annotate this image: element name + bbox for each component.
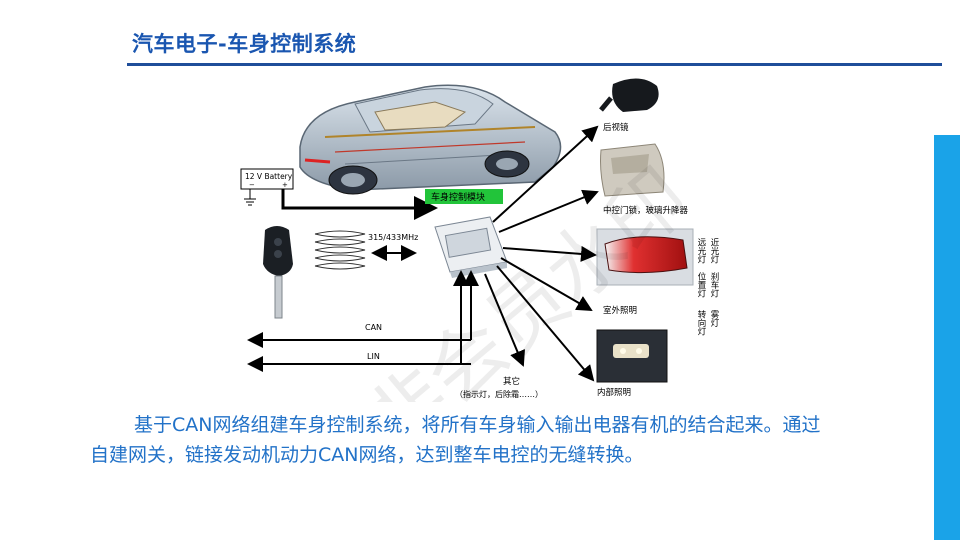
svg-text:远光灯: 远光灯: [696, 238, 706, 264]
exterior-lighting-label: 室外照明: [603, 305, 637, 316]
lin-riser: [453, 270, 471, 365]
battery-wire: [281, 189, 438, 220]
svg-text:刹车灯: 刹车灯: [709, 272, 719, 298]
svg-text:近光灯: 近光灯: [709, 237, 719, 264]
svg-text:−: −: [249, 181, 255, 189]
svg-text:位置灯: 位置灯: [696, 271, 706, 298]
other-label: 其它: [503, 376, 520, 387]
other-sub-label: （指示灯，后除霜……）: [455, 389, 543, 399]
body-control-module: [434, 216, 508, 278]
svg-text:+: +: [282, 181, 288, 189]
can-label: CAN: [365, 323, 382, 332]
interior-light-image: [596, 329, 668, 383]
body-control-diagram: 12 V Battery − + 车身控制模块 315/433MHz CAN L…: [240, 78, 719, 402]
svg-text:雾灯: 雾灯: [709, 310, 719, 328]
svg-text:转向灯: 转向灯: [696, 309, 706, 336]
accent-bar: [934, 135, 960, 540]
mirror-label: 后视镜: [603, 122, 629, 133]
title-underline: [127, 63, 942, 66]
interior-lighting-label: 内部照明: [597, 387, 631, 398]
door-label: 中控门锁，玻璃升降器: [603, 205, 689, 216]
module-label: 车身控制模块: [431, 191, 485, 203]
module-label-bg: [425, 189, 503, 204]
mirror-image: [599, 78, 659, 112]
body-line-2: 自建网关，链接发动机动力CAN网络，达到整车电控的无缝转换。: [90, 444, 644, 466]
slide-title: 汽车电子-车身控制系统: [132, 32, 357, 56]
lin-label: LIN: [367, 352, 380, 361]
door-panel-image: [600, 143, 665, 197]
output-arrows: [484, 125, 599, 382]
body-line-1: 基于CAN网络组建车身控制系统，将所有车身输入输出电器有机的结合起来。通过: [134, 414, 821, 436]
car-cutaway-image: [299, 84, 562, 195]
body-paragraph: 基于CAN网络组建车身控制系统，将所有车身输入输出电器有机的结合起来。通过 自建…: [90, 410, 920, 470]
radio-waves: [314, 230, 366, 270]
battery-box: 12 V Battery − +: [240, 168, 294, 206]
frequency-label: 315/433MHz: [368, 233, 418, 242]
tail-lamp-image: [596, 228, 694, 286]
car-key-image: [263, 226, 293, 319]
lamp-type-labels: 远光灯 近光灯 位置灯 刹车灯 转向灯 雾灯: [696, 237, 719, 336]
svg-text:12 V Battery: 12 V Battery: [245, 172, 293, 181]
